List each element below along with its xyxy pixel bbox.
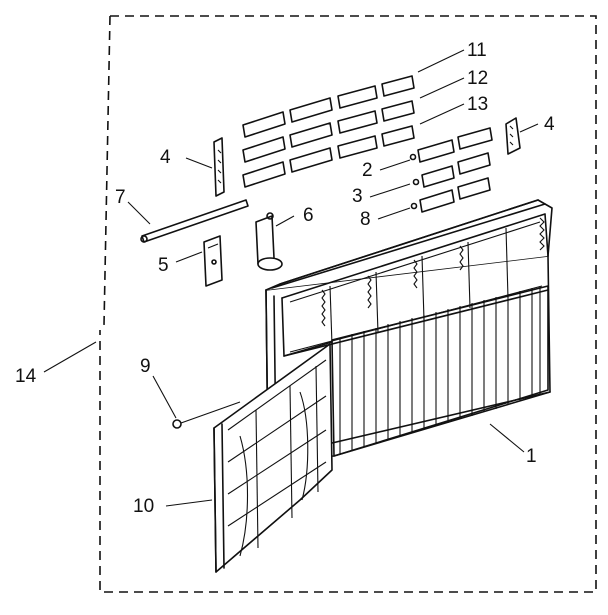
louvre-blade-group-left (242, 75, 415, 188)
callout-3: 3 (352, 186, 363, 207)
assembly-boundary-left-upper (103, 15, 111, 326)
callout-12: 12 (467, 68, 488, 89)
assembly-boundary-dashed (99, 15, 597, 593)
hinged-door-panel (213, 343, 333, 573)
support-bracket-right (505, 117, 521, 155)
callout-10: 10 (133, 496, 154, 517)
callout-14: 14 (15, 366, 37, 387)
callout-11: 11 (467, 40, 487, 61)
support-bracket-left (213, 137, 225, 197)
callout-9: 9 (140, 356, 151, 377)
callout-5: 5 (158, 255, 169, 276)
callout-4-right: 4 (544, 114, 555, 135)
callout-labels: 11 12 13 4 4 7 6 2 3 8 5 14 9 1 10 (15, 40, 555, 517)
screw (172, 401, 241, 429)
callout-6: 6 (303, 205, 314, 226)
connector-rod (140, 199, 249, 243)
callout-7: 7 (115, 187, 126, 208)
callout-13: 13 (467, 94, 488, 115)
leader-lines (43, 49, 539, 507)
callout-4-left: 4 (160, 147, 171, 168)
louvre-blade-group-right (409, 127, 493, 213)
callout-8: 8 (360, 209, 371, 230)
callout-1: 1 (526, 446, 537, 467)
callout-2: 2 (362, 160, 373, 181)
clip-bracket (203, 235, 223, 287)
pivot-bracket (255, 212, 283, 271)
